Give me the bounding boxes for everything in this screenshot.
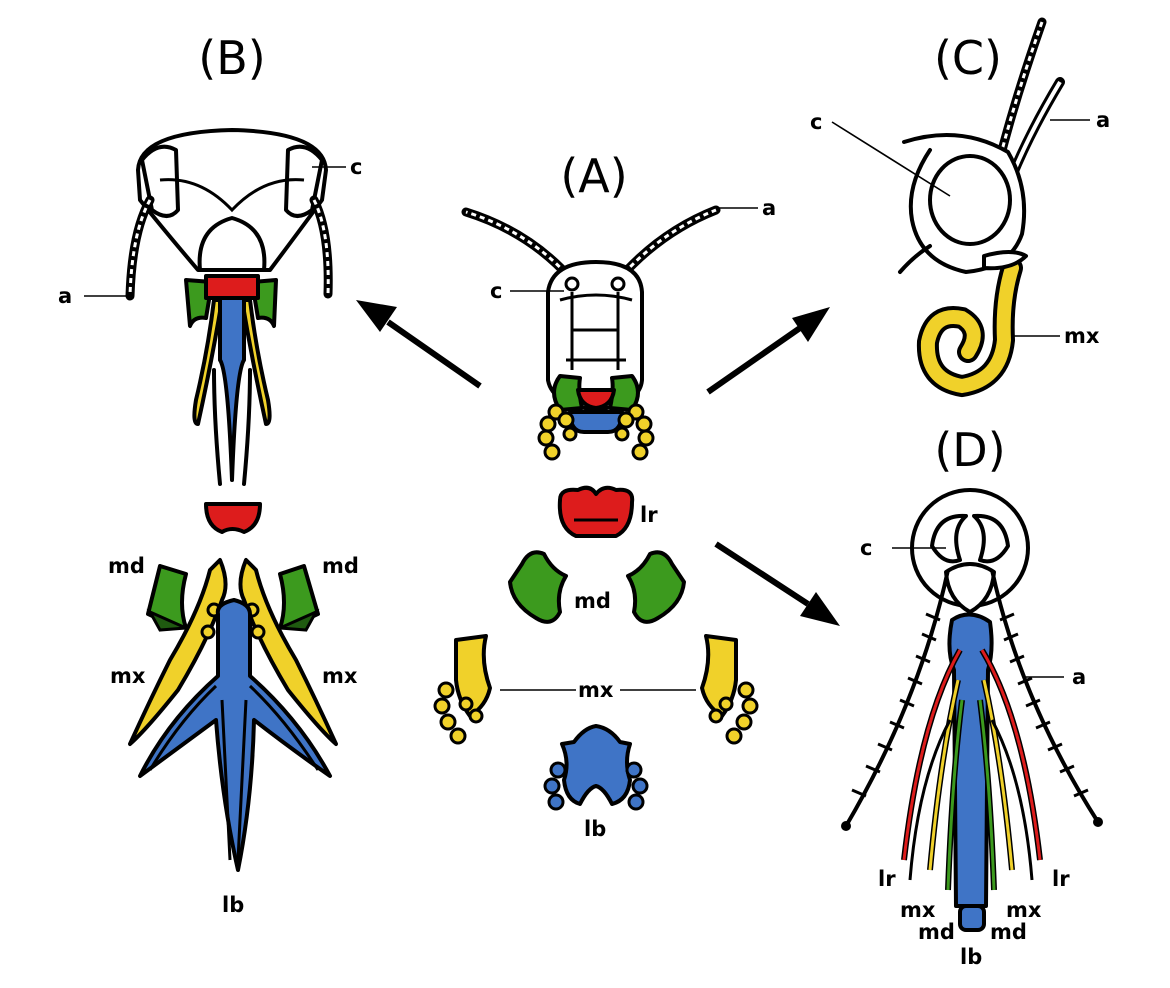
label-d-labium: lb [960, 945, 982, 969]
label-d-maxilla-right: mx [1006, 898, 1042, 922]
label-a-mandible: md [574, 589, 611, 613]
panel-title-b: (B) [198, 31, 265, 85]
panel-b-maxilla-left [128, 558, 228, 746]
mandible-left [552, 374, 584, 412]
arrow-to-c [706, 307, 830, 395]
label-d-maxilla-left: mx [900, 898, 936, 922]
label-a-antenna: a [762, 196, 776, 220]
label-b-antenna: a [58, 284, 72, 308]
panel-a-head: a c [461, 196, 776, 461]
label-b-labium: lb [222, 893, 244, 917]
label-a-maxilla: mx [578, 678, 614, 702]
labium [568, 410, 624, 434]
panel-a-maxillae: mx [433, 634, 759, 745]
label-b-mandible-right: md [322, 554, 359, 578]
panel-b-parts: md md mx mx lb [108, 502, 359, 917]
panel-b-maxilla-right [238, 558, 338, 746]
label-b-mandible-left: md [108, 554, 145, 578]
maxilla-right [614, 403, 655, 461]
label-d-mandible-left: md [918, 920, 955, 944]
label-a-labrum: lr [640, 503, 658, 527]
label-c-clypeus: c [810, 110, 822, 134]
panel-b-head: c a [58, 128, 362, 486]
label-d-labrum-right: lr [1052, 867, 1070, 891]
label-d-labrum-left: lr [878, 867, 896, 891]
label-a-clypeus: c [490, 279, 502, 303]
label-d-clypeus: c [860, 536, 872, 560]
panel-a-mandibles: md [508, 550, 686, 624]
label-a-labium: lb [584, 817, 606, 841]
panel-title-d: (D) [934, 423, 1005, 477]
label-b-maxilla-left: mx [110, 664, 146, 688]
label-b-clypeus: c [350, 155, 362, 179]
panel-a-labrum: lr [557, 485, 658, 538]
panel-d-labium [947, 612, 994, 908]
arrow-to-b [356, 300, 482, 389]
label-d-mandible-right: md [990, 920, 1027, 944]
label-c-antenna: a [1096, 108, 1110, 132]
label-c-maxilla: mx [1064, 324, 1100, 348]
labrum [576, 388, 616, 410]
panel-c-head: c a mx [810, 17, 1110, 398]
label-b-maxilla-right: mx [322, 664, 358, 688]
panel-title-c: (C) [934, 31, 1002, 85]
mandible-right [608, 374, 640, 412]
panel-title-a: (A) [560, 149, 627, 203]
panel-b-labium [138, 598, 332, 872]
label-d-antenna: a [1072, 665, 1086, 689]
arrow-to-d [714, 541, 840, 626]
antenna-left [461, 207, 577, 285]
panel-d-head: c a lr lr mx mx md md lb [841, 488, 1103, 969]
maxilla-left [537, 403, 578, 461]
panel-a-labium: lb [543, 724, 649, 841]
panel-b-labrum [204, 502, 262, 534]
